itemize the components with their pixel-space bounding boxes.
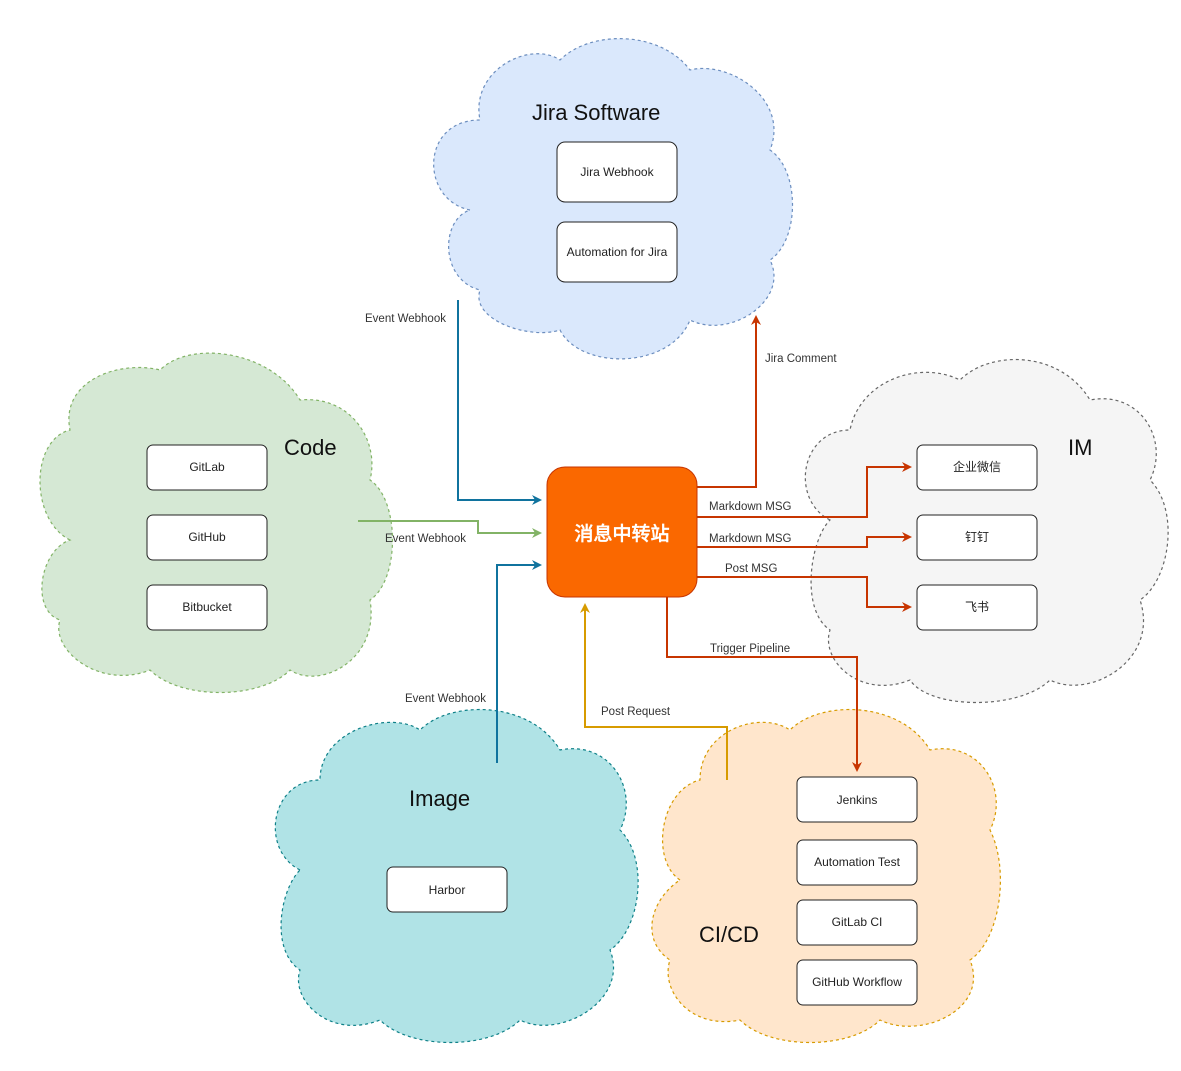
edge-cicd-to-hub [580, 603, 728, 780]
gitlab-ci-label: GitLab CI [832, 915, 883, 929]
github-workflow-label: GitHub Workflow [812, 975, 902, 989]
gitlab-label: GitLab [189, 460, 225, 474]
feishu-label: 飞书 [965, 600, 989, 614]
edge-label-markdown-msg-1: Markdown MSG [709, 501, 791, 513]
edge-label-jira-event-webhook: Event Webhook [365, 313, 446, 325]
cicd-cloud-title: CI/CD [699, 922, 759, 947]
jira-webhook-label: Jira Webhook [580, 165, 654, 179]
edge-hub-to-dingtalk [697, 532, 912, 548]
jira-webhook-node[interactable] [556, 141, 678, 203]
edge-image-to-hub [496, 560, 542, 763]
edge-label-post-msg: Post MSG [725, 563, 777, 575]
wecom-node[interactable] [916, 444, 1038, 491]
edge-code-to-hub [358, 520, 542, 538]
wecom-label: 企业微信 [953, 459, 1001, 474]
edge-hub-to-feishu [697, 576, 912, 612]
dingtalk-label: 钉钉 [965, 530, 989, 544]
im-cloud-title: IM [1068, 435, 1092, 460]
edge-label-code-event-webhook: Event Webhook [385, 533, 466, 545]
github-workflow-node[interactable] [796, 959, 918, 1006]
automation-for-jira-node[interactable] [556, 221, 678, 283]
jenkins-node[interactable] [796, 776, 918, 823]
automation-for-jira-label: Automation for Jira [567, 245, 668, 259]
harbor-label: Harbor [429, 883, 466, 897]
gitlab-ci-node[interactable] [796, 899, 918, 946]
automation-test-node[interactable] [796, 839, 918, 886]
edge-label-jira-comment: Jira Comment [765, 353, 837, 365]
message-hub-label: 消息中转站 [574, 522, 669, 545]
edge-label-image-event-webhook: Event Webhook [405, 693, 486, 705]
message-hub-node[interactable] [546, 466, 698, 598]
dingtalk-node[interactable] [916, 514, 1038, 561]
code-cloud-title: Code [284, 435, 337, 460]
edge-hub-to-jira [697, 315, 761, 488]
bitbucket-label: Bitbucket [182, 600, 232, 614]
jira-cloud-title: Jira Software [532, 100, 660, 125]
harbor-node[interactable] [386, 866, 508, 913]
image-cloud-title: Image [409, 786, 470, 811]
edge-label-markdown-msg-2: Markdown MSG [709, 533, 791, 545]
edge-jira-to-hub [457, 300, 542, 505]
edge-label-trigger-pipeline: Trigger Pipeline [710, 643, 790, 655]
jenkins-label: Jenkins [837, 793, 878, 807]
edge-label-post-request: Post Request [601, 706, 671, 718]
github-node[interactable] [146, 514, 268, 561]
feishu-node[interactable] [916, 584, 1038, 631]
edge-hub-to-wecom [697, 462, 912, 518]
bitbucket-node[interactable] [146, 584, 268, 631]
gitlab-node[interactable] [146, 444, 268, 491]
edge-hub-to-jenkins [666, 597, 862, 772]
automation-test-label: Automation Test [814, 855, 900, 869]
github-label: GitHub [188, 530, 226, 544]
